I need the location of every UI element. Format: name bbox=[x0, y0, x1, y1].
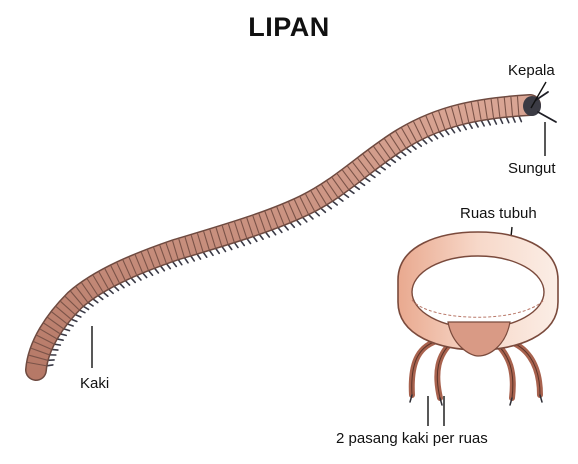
centipede-leg bbox=[67, 324, 73, 326]
label-pasang-kaki: 2 pasang kaki per ruas bbox=[336, 430, 488, 447]
centipede-leg bbox=[52, 349, 58, 350]
diagram-title: LIPAN bbox=[0, 12, 578, 43]
label-kaki: Kaki bbox=[80, 375, 109, 392]
label-sungut: Sungut bbox=[508, 160, 556, 177]
centipede-leg bbox=[60, 334, 66, 336]
centipede-leg bbox=[64, 329, 70, 331]
label-kepala: Kepala bbox=[508, 62, 555, 79]
body-segment-detail bbox=[398, 232, 558, 405]
centipede-leg bbox=[54, 344, 60, 345]
label-ruas-tubuh: Ruas tubuh bbox=[460, 205, 537, 222]
centipede-leg bbox=[57, 339, 63, 340]
